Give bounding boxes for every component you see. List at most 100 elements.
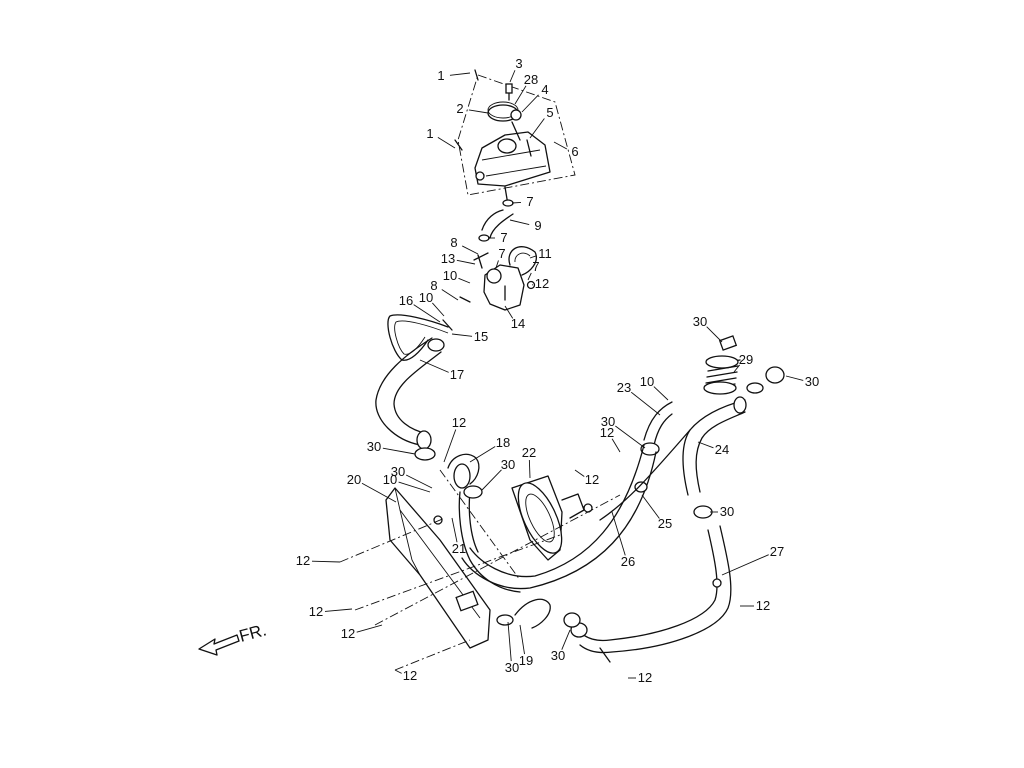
callout-21: 21 xyxy=(452,541,466,556)
callout-27: 27 xyxy=(770,544,784,559)
leader-19 xyxy=(519,624,525,655)
callout-10a: 10 xyxy=(443,268,457,283)
leader-14 xyxy=(504,305,514,319)
callout-12e: 12 xyxy=(296,553,310,568)
radiator xyxy=(385,487,491,649)
callout-16: 16 xyxy=(399,293,413,308)
hose-clamp-30g xyxy=(563,612,581,628)
leader-25 xyxy=(641,494,660,519)
fan xyxy=(517,482,563,554)
callout-26: 26 xyxy=(621,554,635,569)
leader-23 xyxy=(630,391,661,416)
leader-28 xyxy=(514,85,527,105)
leader-10d xyxy=(398,481,431,493)
callout-19: 19 xyxy=(519,653,533,668)
callout-12i: 12 xyxy=(403,668,417,683)
callout-12b: 12 xyxy=(600,425,614,440)
callout-9: 9 xyxy=(534,218,541,233)
leader-8b xyxy=(441,289,459,301)
reservoir-outline xyxy=(457,74,576,196)
leader-18 xyxy=(469,446,496,463)
callout-30g: 30 xyxy=(391,464,405,479)
callout-30e: 30 xyxy=(601,414,615,429)
pipe-25 xyxy=(461,444,657,590)
hose-19 xyxy=(514,598,551,629)
leader-30e xyxy=(615,425,646,449)
callout-14: 14 xyxy=(511,316,525,331)
breather-fitting xyxy=(510,109,522,121)
radiator-group xyxy=(385,453,593,649)
callout-1b: 1 xyxy=(426,126,433,141)
leader-6 xyxy=(553,141,568,150)
callout-24: 24 xyxy=(715,442,729,457)
callout-2: 2 xyxy=(456,101,463,116)
leader-7d xyxy=(527,272,532,281)
leader-1b xyxy=(437,137,456,149)
reservoir-group xyxy=(454,69,576,207)
callout-30f: 30 xyxy=(501,457,515,472)
leader-30f xyxy=(481,469,502,491)
leader-7c xyxy=(495,260,499,269)
leader-5 xyxy=(529,118,545,139)
callout-30c: 30 xyxy=(805,374,819,389)
callout-11: 11 xyxy=(538,246,552,261)
callout-30h: 30 xyxy=(505,660,519,675)
bypass-tube-16 xyxy=(387,314,449,361)
mounting-lines xyxy=(339,469,621,671)
leader-3 xyxy=(509,70,516,83)
callout-7d: 7 xyxy=(532,259,539,274)
leader-13 xyxy=(456,259,476,265)
callout-29: 29 xyxy=(739,352,753,367)
callout-23: 23 xyxy=(617,380,631,395)
leader-21 xyxy=(451,517,458,543)
callout-10b: 10 xyxy=(419,290,433,305)
callout-7c: 7 xyxy=(498,246,505,261)
leader-12h xyxy=(356,624,383,633)
callout-8b: 8 xyxy=(430,278,437,293)
hose-clamp-30d xyxy=(693,505,713,519)
leader-17 xyxy=(419,359,449,373)
leader-10a xyxy=(458,277,471,284)
callout-28: 28 xyxy=(524,72,538,87)
hose-23 xyxy=(643,401,673,446)
leader-12i xyxy=(394,669,402,674)
hose-clamp-30h xyxy=(496,614,514,626)
hose-clamp-30a xyxy=(414,447,436,461)
hose-27 xyxy=(577,525,732,654)
thermostat-group xyxy=(442,209,537,331)
callout-10c: 10 xyxy=(640,374,654,389)
fan-shroud xyxy=(511,475,563,561)
leader-20 xyxy=(361,482,397,503)
callout-12g: 12 xyxy=(309,604,323,619)
leader-12b xyxy=(611,438,621,453)
hose-17 xyxy=(375,337,442,446)
callout-4: 4 xyxy=(541,82,548,97)
leader-12c xyxy=(443,429,457,463)
front-label: FR. xyxy=(237,620,268,645)
callout-30i: 30 xyxy=(551,648,565,663)
callout-12d: 12 xyxy=(585,472,599,487)
leader-7a xyxy=(511,201,522,204)
reservoir-tank xyxy=(474,131,551,187)
callout-22: 22 xyxy=(522,445,536,460)
callout-25: 25 xyxy=(658,516,672,531)
callout-18: 18 xyxy=(496,435,510,450)
hose-9 xyxy=(481,209,514,239)
leader-30b xyxy=(706,326,723,343)
leader-12g xyxy=(324,608,353,612)
leader-12d xyxy=(574,469,585,477)
leader-24 xyxy=(697,441,714,449)
leader-12e xyxy=(311,560,341,563)
hose-11 xyxy=(508,246,537,276)
leader-10c xyxy=(653,386,669,401)
callout-12h: 12 xyxy=(341,626,355,641)
pipe-26 xyxy=(599,429,691,521)
leader-22 xyxy=(528,459,531,479)
callout-30d: 30 xyxy=(720,504,734,519)
leader-1a xyxy=(449,72,471,76)
callout-6: 6 xyxy=(571,144,578,159)
hose-clamp-30e xyxy=(640,442,660,456)
callout-10d: 10 xyxy=(383,472,397,487)
